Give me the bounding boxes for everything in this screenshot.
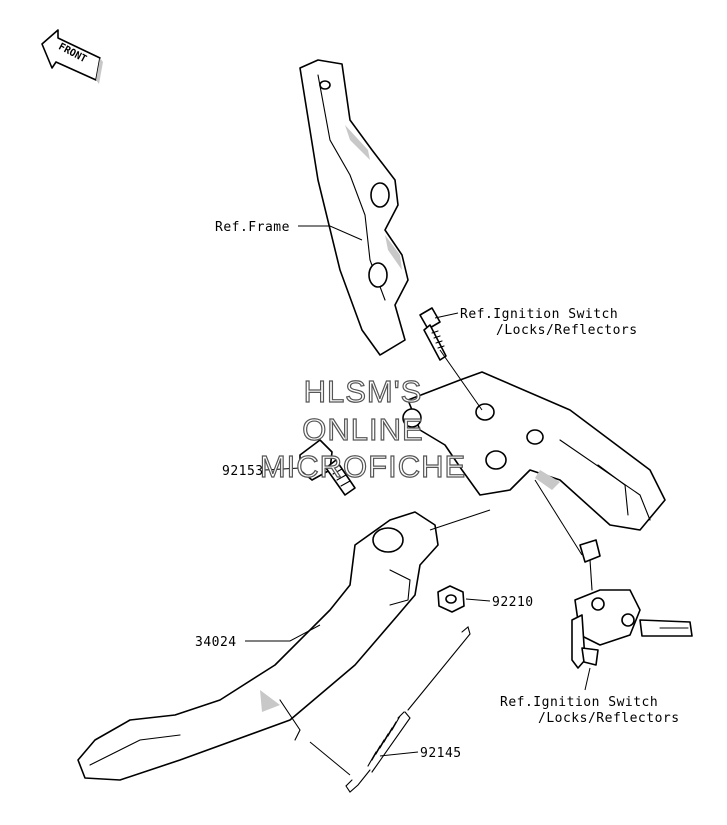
label-ref-ignition-top-2[interactable]: /Locks/Reflectors <box>496 323 638 338</box>
bolt-92153-drawing <box>299 439 356 496</box>
watermark-line-3: MICROFICHE <box>260 449 466 484</box>
side-stand-34024-drawing <box>77 511 439 781</box>
label-ref-frame[interactable]: Ref.Frame <box>215 220 290 235</box>
label-part-92145[interactable]: 92145 <box>420 746 462 761</box>
label-ref-ignition-bottom-1[interactable]: Ref.Ignition Switch <box>500 695 658 710</box>
front-arrow-icon: FRONT <box>41 29 103 84</box>
watermark-line-2: ONLINE <box>302 412 423 447</box>
frame-rail-drawing <box>299 59 409 356</box>
label-part-92153[interactable]: 92153 <box>222 464 264 479</box>
label-ref-ignition-bottom-2[interactable]: /Locks/Reflectors <box>538 711 680 726</box>
label-ref-ignition-top-1[interactable]: Ref.Ignition Switch <box>460 307 618 322</box>
label-part-92210[interactable]: 92210 <box>492 595 534 610</box>
stand-bracket-drawing <box>402 371 666 531</box>
side-stand-switch-drawing <box>571 539 693 669</box>
watermark-line-1: HLSM'S <box>304 374 423 409</box>
watermark: HLSM'S ONLINE MICROFICHE <box>259 373 466 484</box>
label-part-34024[interactable]: 34024 <box>195 635 237 650</box>
nut-92210-drawing <box>437 585 465 613</box>
spring-92145-drawing <box>345 626 471 793</box>
leader-lines <box>245 225 591 776</box>
